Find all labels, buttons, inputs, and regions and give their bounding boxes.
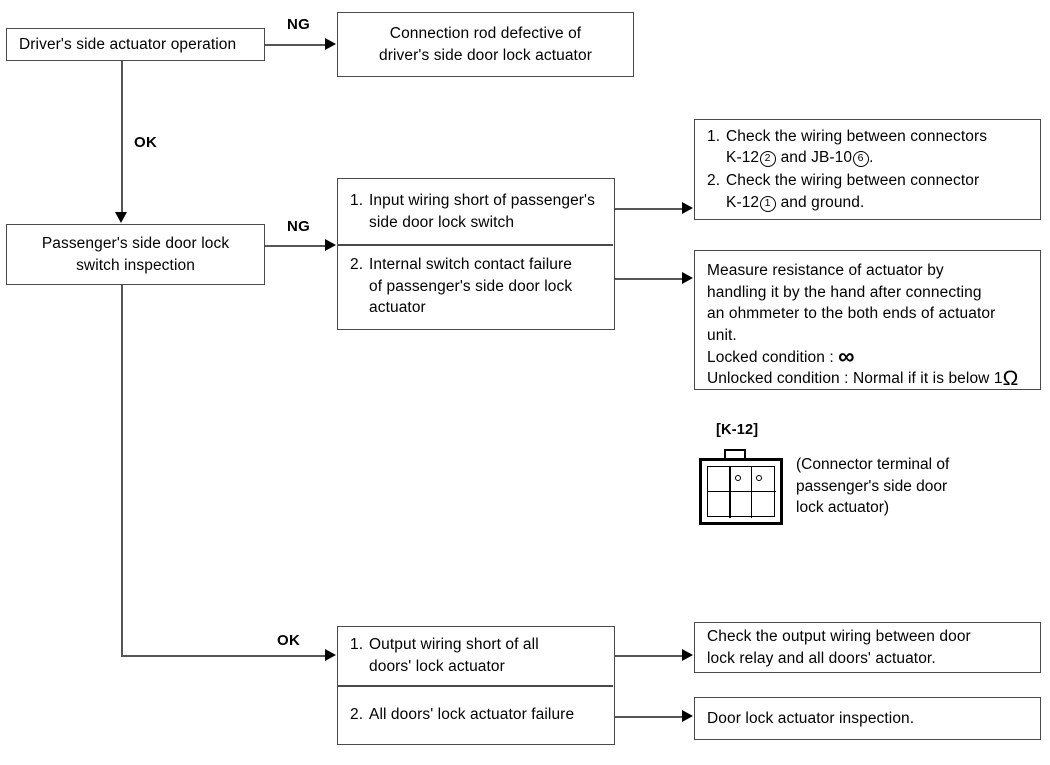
ohm-symbol: Ω [1002, 367, 1019, 391]
circled-number-2: 2 [759, 151, 776, 168]
node-connection-rod-defective[interactable]: Connection rod defective of driver's sid… [337, 12, 634, 77]
edge-label-ok-top: OK [134, 134, 158, 151]
node-result-actuator-inspection-label: Door lock actuator inspection. [707, 709, 915, 727]
check-item-2-line1: Check the wiring between connector [726, 172, 980, 189]
connector-housing [699, 458, 783, 525]
cause-item-1-number: 1. [350, 191, 364, 209]
check-item-2-connector-a: K-12 [726, 193, 760, 211]
connector-tag-label: [K-12] [716, 422, 759, 438]
node-driver-actuator-operation-label: Driver's side actuator operation [19, 35, 237, 53]
arrowhead-driver-to-connection-rod [325, 38, 336, 50]
output-list-divider [338, 685, 613, 687]
edge-passenger-to-outputs-horizontal [121, 655, 327, 657]
edge-label-ng-middle: NG [287, 218, 311, 235]
connector-illustration: [K-12] (Connector terminal of passenger'… [694, 420, 1034, 540]
connector-description: (Connector terminal of passenger's side … [796, 456, 950, 517]
check-item-1-connector-a: K-12 [726, 149, 760, 167]
check-item-1-number: 1. [707, 127, 721, 145]
edge-driver-to-connection-rod [265, 44, 327, 46]
edge-driver-to-passenger [121, 61, 123, 214]
arrowhead-output1-to-result1 [682, 649, 693, 661]
edge-output2-to-result2 [615, 716, 684, 718]
node-driver-actuator-operation[interactable]: Driver's side actuator operation [6, 28, 265, 61]
measure-instructions: Measure resistance of actuator by handli… [707, 262, 996, 345]
node-result-check-output-wiring[interactable]: Check the output wiring between door loc… [694, 622, 1041, 673]
node-output-list[interactable]: 1. Output wiring short of all doors' loc… [337, 626, 615, 745]
output-item-2-number: 2. [350, 705, 364, 723]
connector-pin-terminal-1 [734, 474, 741, 481]
connector-grid-vline-1 [729, 466, 731, 518]
cause-item-1-label: Input wiring short of passenger's side d… [369, 191, 595, 231]
check-item-2-number: 2. [707, 172, 721, 189]
edge-label-ok-bottom: OK [277, 632, 301, 649]
arrowhead-passenger-to-outputs [325, 649, 336, 661]
arrowhead-output2-to-result2 [682, 710, 693, 722]
connector-grid-hline-1 [707, 490, 776, 492]
output-item-1[interactable]: 1. Output wiring short of all doors' loc… [338, 627, 613, 685]
arrowhead-cause2-to-measure [682, 272, 693, 284]
check-item-2-post: and ground. [776, 193, 865, 211]
infinity-symbol: ∞ [838, 342, 854, 369]
cause-item-1[interactable]: 1. Input wiring short of passenger's sid… [338, 179, 613, 244]
edge-cause2-to-measure [615, 278, 684, 280]
cause-item-2-number: 2. [350, 256, 364, 274]
output-item-2[interactable]: 2. All doors' lock actuator failure [338, 687, 613, 743]
node-connection-rod-defective-label: Connection rod defective of driver's sid… [379, 24, 592, 64]
output-item-2-label: All doors' lock actuator failure [369, 705, 575, 723]
measure-unlocked-condition: Unlocked condition : Normal if it is bel… [695, 368, 1040, 390]
check-item-1-post: . [869, 149, 874, 167]
measure-unlocked-label: Unlocked condition : Normal if it is bel… [707, 370, 1003, 388]
arrowhead-passenger-to-causes [325, 239, 336, 251]
cause-list-divider [338, 244, 613, 246]
output-item-1-number: 1. [350, 636, 364, 654]
edge-cause1-to-check [615, 208, 684, 210]
node-measure-resistance[interactable]: Measure resistance of actuator by handli… [694, 250, 1041, 390]
edge-label-ng-top: NG [287, 16, 311, 33]
connector-pin-grid [706, 465, 776, 518]
connector-pin-terminal-2 [756, 474, 762, 481]
node-passenger-switch-inspection-label: Passenger's side door lock switch inspec… [41, 234, 230, 274]
edge-passenger-to-causes [265, 245, 327, 247]
node-result-check-output-wiring-label: Check the output wiring between door loc… [707, 627, 971, 667]
check-item-1-line1: Check the wiring between connectors [726, 127, 988, 145]
output-item-1-label: Output wiring short of all doors' lock a… [369, 636, 539, 675]
connector-latch-tab [724, 449, 746, 460]
node-passenger-switch-inspection[interactable]: Passenger's side door lock switch inspec… [6, 224, 265, 285]
edge-output1-to-result1 [615, 655, 684, 657]
circled-number-1: 1 [759, 195, 776, 212]
connector-grid-vline-2 [750, 466, 752, 518]
node-cause-list[interactable]: 1. Input wiring short of passenger's sid… [337, 178, 615, 330]
measure-locked-label: Locked condition : [707, 348, 839, 366]
circled-number-6: 6 [852, 151, 869, 168]
arrowhead-cause1-to-check [682, 202, 693, 214]
cause-item-2-label: Internal switch contact failure of passe… [369, 256, 573, 317]
node-result-actuator-inspection[interactable]: Door lock actuator inspection. [694, 697, 1041, 740]
measure-locked-condition: Locked condition : ∞ [695, 344, 1040, 369]
arrowhead-driver-to-passenger [115, 212, 127, 223]
check-item-1-mid: and JB-10 [776, 149, 853, 167]
edge-passenger-to-outputs-vertical [121, 285, 123, 657]
cause-item-2[interactable]: 2. Internal switch contact failure of pa… [338, 246, 613, 328]
